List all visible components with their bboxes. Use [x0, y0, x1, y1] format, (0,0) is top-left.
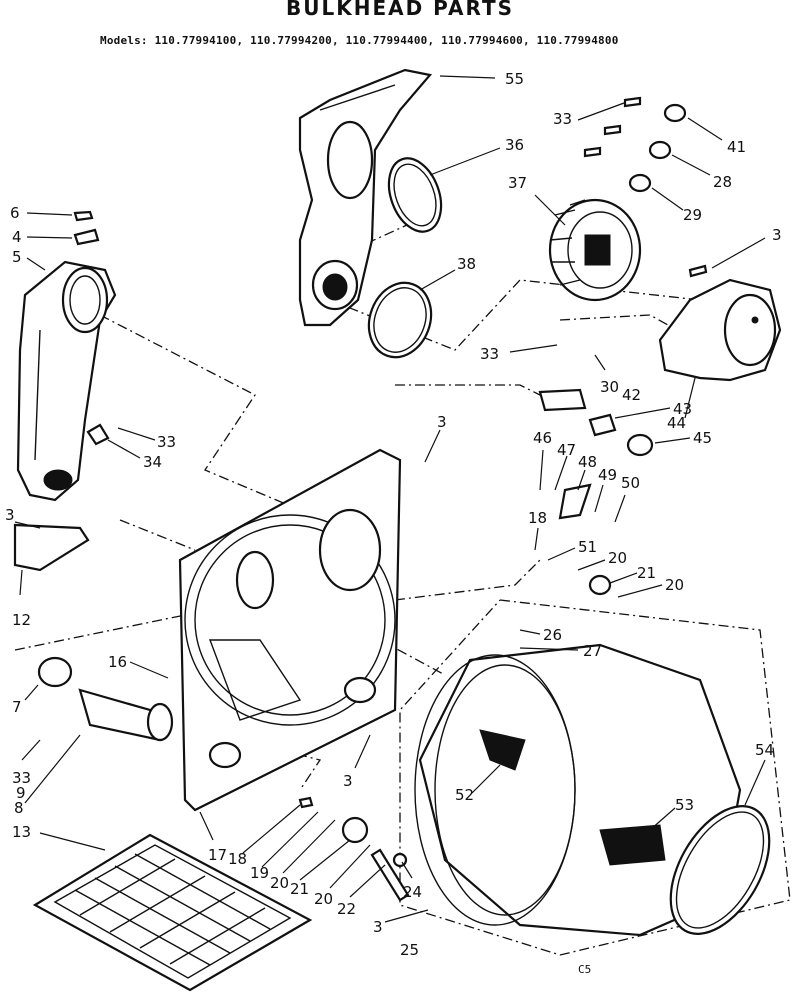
- callout-27: 27: [583, 642, 602, 660]
- callout-54: 54: [755, 741, 774, 759]
- callout-16: 16: [108, 653, 127, 671]
- callout-28: 28: [713, 173, 732, 191]
- callout-21: 21: [637, 564, 656, 582]
- callout-34: 34: [143, 453, 162, 471]
- callout-24: 24: [403, 883, 422, 901]
- callout-3-blower: 3: [772, 226, 782, 244]
- screws-clamps-top: [583, 96, 708, 278]
- callout-18-right: 18: [528, 509, 547, 527]
- callout-3-mid: 3: [343, 772, 353, 790]
- callout-19: 19: [250, 864, 269, 882]
- callout-5: 5: [12, 248, 22, 266]
- drum-part: [414, 643, 771, 937]
- callout-12: 12: [12, 611, 31, 629]
- seal-36-part: [387, 157, 443, 233]
- left-duct-part: [16, 260, 117, 502]
- motor-part: [37, 656, 174, 742]
- exhaust-duct-part: [298, 68, 433, 327]
- small-parts-right: [298, 388, 654, 902]
- callout-41: 41: [727, 138, 746, 156]
- blower-housing-part: [658, 278, 782, 382]
- callout-3-top: 3: [437, 413, 447, 431]
- callout-20-c: 20: [270, 874, 289, 892]
- models-list: Models: 110.77994100, 110.77994200, 110.…: [100, 34, 619, 47]
- callout-49: 49: [598, 466, 617, 484]
- callout-55: 55: [505, 70, 524, 88]
- callout-44: 44: [667, 414, 686, 432]
- callout-42: 42: [622, 386, 641, 404]
- callout-29: 29: [683, 206, 702, 224]
- seal-38-part: [367, 281, 433, 359]
- callout-45: 45: [693, 429, 712, 447]
- callout-17: 17: [208, 846, 227, 864]
- callout-33-mid: 33: [480, 345, 499, 363]
- callout-20-a: 20: [608, 549, 627, 567]
- callout-37: 37: [508, 174, 527, 192]
- callout-50: 50: [621, 474, 640, 492]
- callout-25: 25: [400, 941, 419, 959]
- callout-4: 4: [12, 228, 22, 246]
- small-parts-left: [13, 210, 110, 572]
- callout-38: 38: [457, 255, 476, 273]
- callout-21-bottom: 21: [290, 880, 309, 898]
- blower-wheel-part: [548, 198, 642, 302]
- callout-8: 8: [14, 799, 24, 817]
- callout-48: 48: [578, 453, 597, 471]
- lint-filter-part: [32, 833, 313, 992]
- callout-47: 47: [557, 441, 576, 459]
- callout-43: 43: [673, 400, 692, 418]
- callout-3-left: 3: [5, 506, 15, 524]
- callout-33: 33: [553, 110, 572, 128]
- callout-20-d: 20: [314, 890, 333, 908]
- callout-7: 7: [12, 698, 22, 716]
- callout-46: 46: [533, 429, 552, 447]
- callouts: 55 36 33 41 28 29 37 3 6 4 5 38 33 30 42…: [5, 70, 782, 959]
- callout-13: 13: [12, 823, 31, 841]
- callout-33-bottom: 33: [12, 769, 31, 787]
- callout-6: 6: [10, 204, 20, 222]
- callout-3-bottom: 3: [373, 918, 383, 936]
- callout-53: 53: [675, 796, 694, 814]
- callout-26: 26: [543, 626, 562, 644]
- callout-20-b: 20: [665, 576, 684, 594]
- callout-9: 9: [16, 784, 26, 802]
- callout-22: 22: [337, 900, 356, 918]
- callout-52: 52: [455, 786, 474, 804]
- callout-18-bottom: 18: [228, 850, 247, 868]
- callout-36: 36: [505, 136, 524, 154]
- bulkhead-part: [178, 448, 402, 812]
- diagram-title: BULKHEAD PARTS: [285, 0, 515, 20]
- callout-30: 30: [600, 378, 619, 396]
- callout-33-left: 33: [157, 433, 176, 451]
- footer-code: C5: [578, 963, 592, 976]
- callout-51: 51: [578, 538, 597, 556]
